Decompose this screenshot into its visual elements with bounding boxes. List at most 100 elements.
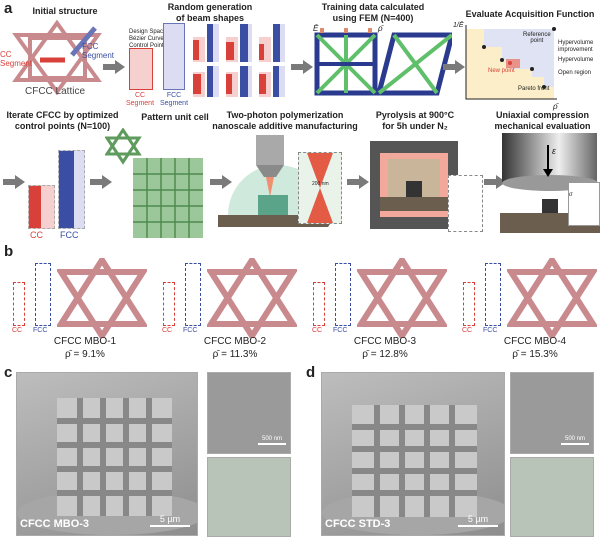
scale-label: 500 nm [261,436,282,442]
panel-b-label: b [4,243,14,260]
panel-d-label: d [306,364,316,381]
legend-item: Control Point [129,43,164,49]
legend-item: Hypervolume improvement [558,40,594,53]
arrow-icon [103,60,125,74]
cc-design-space [129,48,153,90]
fcc-profile-plot [335,263,351,326]
cc-profile-plot [313,282,325,326]
fcc-label: FCC [333,327,348,334]
panel-c-label: c [4,364,13,381]
scale-bar: 500 nm [561,436,589,445]
step-title: Initial structure [32,6,98,16]
design-density: ρ̄ = 15.3% [512,349,558,360]
stiffness-symbol: Ē [313,24,319,33]
cc-profile-plot [13,282,25,326]
step-title: Training data calculated using FEM (N=40… [321,2,425,23]
arrow-icon [443,60,465,74]
cc-label: CC [30,230,43,240]
step-title: Uniaxial compression mechanical evaluati… [494,110,591,131]
scale-bar: 500 nm [258,436,286,445]
sem-inset-top [510,372,594,454]
design-density: ρ̄ = 9.1% [65,349,105,360]
scale-label: 200 nm [312,181,329,187]
acquisition-plot [465,25,557,100]
cc-label: CC [462,327,473,334]
density-symbol: ρ̄ [378,24,383,33]
scale-label: 5 µm [159,514,181,524]
strain-symbol: ε [552,146,556,156]
arrow-icon [484,175,506,189]
scale-bar: 5 µm [458,514,498,527]
scale-label: 500 nm [564,436,585,442]
legend: Design Space Bézier Curve Control Point [129,29,166,50]
pattern-unit-cell-image [105,128,203,238]
fcc-segment-label: FCC Segment [160,92,189,107]
cc-profile-plot [163,282,175,326]
x-axis-label: ρ̄ [553,102,558,111]
cc-segment-label: CC Segment [126,92,155,107]
arrow-icon [3,175,25,189]
fcc-optimized-shape [58,150,85,229]
step-title: Two-photon polymerization nanoscale addi… [212,110,358,131]
step-title: Evaluate Acquisition Function [465,9,595,19]
new-point-label: New point [488,68,515,74]
sem-inset-top [207,372,291,454]
legend-item: Hypervolume [558,57,594,63]
sample-label: CFCC STD-3 [325,518,391,530]
y-axis-label: 1/Ē [453,22,464,29]
cc-optimized-shape [28,185,55,229]
cfcc-lattice-image [12,20,102,95]
acquisition-legend: Hypervolume improvement Hypervolume Open… [558,40,593,77]
pyrolysis-furnace-image [370,141,458,229]
fcc-profile-plot [185,263,201,326]
cc-label: CC [312,327,323,334]
scale-label: 5 µm [467,514,489,524]
fcc-design-space [163,23,185,90]
random-beam-shapes [193,24,285,97]
cfcc-lattice-label: CFCC Lattice [25,86,86,97]
legend-item: Open region [558,70,592,76]
simulated-inset [510,457,594,537]
compression-test-image [500,133,600,233]
cc-profile-plot [463,282,475,326]
arrow-icon [90,175,112,189]
lattice-3d-model [507,258,597,338]
legend-item: Design Space [129,29,167,35]
sample-label: CFCC MBO-3 [20,518,90,530]
fcc-label: FCC [483,327,498,334]
step-title: Pyrolysis at 900°C for 5h under N₂ [375,110,455,131]
step-title: Iterate CFCC by optimized control points… [6,110,119,131]
fcc-segment-label: FCC Segment [82,42,115,60]
fcc-label: FCC [33,327,48,334]
design-name: CFCC MBO-1 [53,336,117,347]
molecular-structure-inset [448,175,483,232]
pareto-front-label: Pareto front [518,86,550,92]
design-density: ρ̄ = 11.3% [212,349,258,360]
simulated-inset [207,457,291,537]
fcc-profile-plot [35,263,51,326]
panel-a-label: a [4,0,13,17]
step-title: Random generation of beam shapes [167,2,253,23]
fcc-label: FCC [183,327,198,334]
cc-label: CC [162,327,173,334]
reference-point-label: Reference point [523,32,551,44]
cc-label: CC [12,327,23,334]
legend-item: Bézier Curve [129,36,164,42]
lattice-3d-model [357,258,447,338]
design-name: CFCC MBO-3 [353,336,417,347]
sem-image-mbo3 [16,372,207,536]
fem-results-image [314,28,452,96]
fcc-label: FCC [60,230,79,240]
scale-bar: 5 µm [150,514,190,527]
design-density: ρ̄ = 12.8% [362,349,408,360]
design-name: CFCC MBO-2 [203,336,267,347]
stress-symbol: σ [569,192,573,198]
fcc-profile-plot [485,263,501,326]
arrow-icon [210,175,232,189]
step-title: Pattern unit cell [141,112,209,122]
arrow-icon [347,175,369,189]
arrow-icon [291,60,313,74]
cc-segment-label: CC Segment [0,50,33,68]
lattice-3d-model [207,258,297,338]
lattice-3d-model [57,258,147,338]
